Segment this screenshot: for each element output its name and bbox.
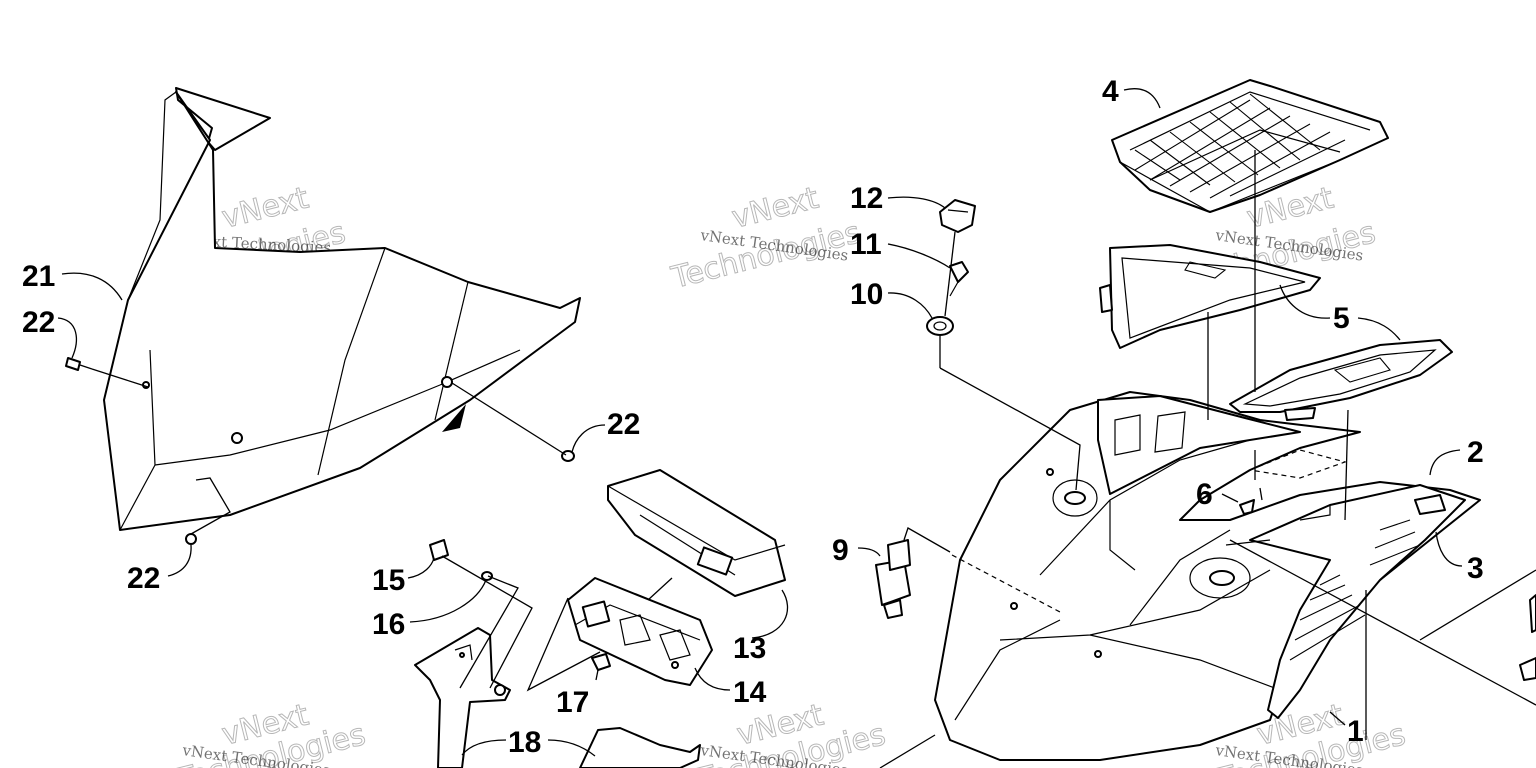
arrow-icon bbox=[442, 404, 466, 432]
hood-part bbox=[934, 391, 1481, 761]
watermark-top-center: vNext Technologies vNext Technologies bbox=[667, 180, 864, 296]
callout-5: 5 bbox=[1333, 302, 1350, 335]
callout-15: 15 bbox=[372, 564, 405, 597]
ignition-nut-part bbox=[926, 316, 954, 336]
callout-11: 11 bbox=[850, 228, 882, 261]
callout-6: 6 bbox=[1196, 478, 1213, 511]
vent-grille-upper-part bbox=[1099, 244, 1321, 349]
gauge-bracket-part bbox=[567, 577, 713, 686]
gauge-housing-part bbox=[607, 469, 786, 597]
watermark-bottom-center: vNext Technologies vNext Technologies bbox=[692, 697, 889, 768]
callout-12: 12 bbox=[850, 182, 883, 215]
callout-17: 17 bbox=[556, 686, 589, 719]
screw-6-part bbox=[1239, 499, 1255, 515]
callout-21: 21 bbox=[22, 260, 55, 293]
bolt-part bbox=[591, 653, 611, 671]
callout-labels: 1 2 3 4 5 6 9 10 11 12 13 14 15 16 17 18… bbox=[22, 75, 1484, 759]
callout-22-right: 22 bbox=[607, 408, 640, 441]
callout-1: 1 bbox=[1347, 715, 1364, 748]
washer-part bbox=[481, 571, 493, 581]
callout-18: 18 bbox=[508, 726, 541, 759]
mount-bracket-part bbox=[414, 627, 701, 768]
grommet-part bbox=[429, 539, 449, 561]
fitting-part bbox=[875, 539, 911, 619]
callout-9: 9 bbox=[832, 534, 849, 567]
vent-grille-lower-part bbox=[1229, 339, 1453, 421]
screw-part bbox=[65, 357, 575, 545]
callout-4: 4 bbox=[1102, 75, 1119, 108]
watermark-bottom-left: vNext Technologies vNext Technologies bbox=[172, 697, 369, 768]
ignition-key-part bbox=[949, 261, 969, 297]
callout-16: 16 bbox=[372, 608, 405, 641]
callout-10: 10 bbox=[850, 278, 883, 311]
callout-22-bottom: 22 bbox=[127, 562, 160, 595]
right-edge-parts bbox=[1519, 594, 1536, 681]
callout-13: 13 bbox=[733, 632, 766, 665]
callout-22-left: 22 bbox=[22, 306, 55, 339]
leader-lines bbox=[57, 88, 1536, 768]
mesh-tray-part bbox=[1111, 79, 1389, 213]
callout-2: 2 bbox=[1467, 436, 1484, 469]
callout-3: 3 bbox=[1467, 552, 1484, 585]
side-panel-part bbox=[1249, 484, 1466, 719]
callout-14: 14 bbox=[733, 676, 767, 709]
ignition-cap-part bbox=[939, 199, 976, 233]
windshield-part bbox=[103, 87, 581, 531]
